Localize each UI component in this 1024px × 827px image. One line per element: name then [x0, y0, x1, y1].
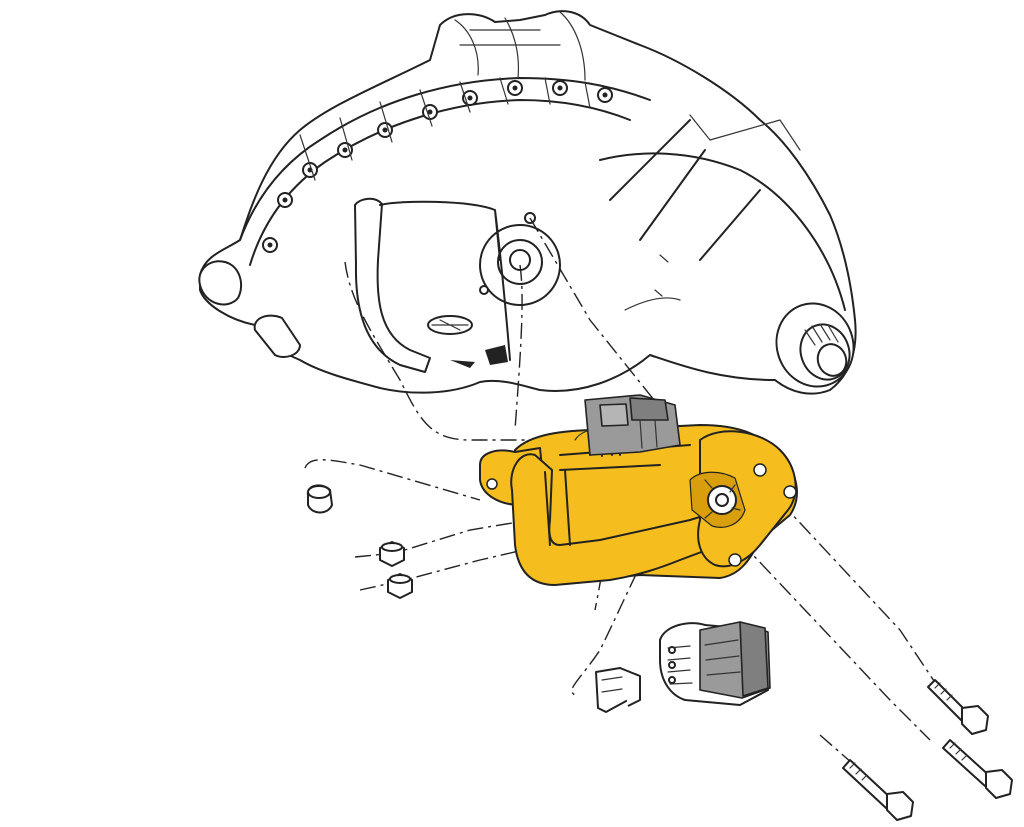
harness-connector [659, 621, 771, 706]
hardware [306, 484, 1013, 821]
connector-lock-clip [595, 667, 641, 713]
mounting-nut-lower [387, 573, 413, 599]
bolt-long-lower [842, 759, 914, 821]
transfer-case-housing [198, 10, 857, 395]
encoder-motor-highlight [479, 394, 798, 586]
retainer-clip [306, 484, 333, 514]
mounting-nut-upper [379, 541, 405, 567]
bolt-long-middle [942, 739, 1013, 799]
output-shaft [775, 302, 855, 388]
bolt-long-upper [927, 679, 989, 735]
motor-pigtail-connector [584, 394, 681, 456]
